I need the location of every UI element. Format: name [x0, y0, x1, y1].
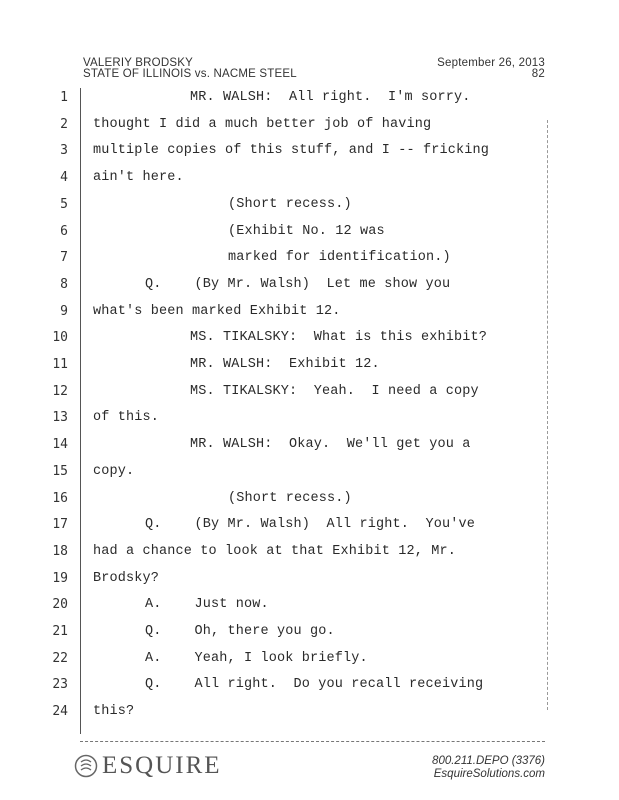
line-text: MR. WALSH: Exhibit 12.: [190, 357, 380, 372]
transcript-line: 6 (Exhibit No. 12 was: [0, 224, 619, 250]
line-text: what's been marked Exhibit 12.: [93, 303, 341, 319]
transcript-line: 24 this?: [0, 704, 619, 730]
line-text: of this.: [93, 410, 160, 426]
line-text: MR. WALSH: All right. I'm sorry.: [190, 90, 471, 105]
transcript-line: 4 ain't here.: [0, 170, 619, 196]
line-number: 19: [52, 570, 68, 586]
line-number: 7: [60, 250, 68, 266]
case-caption: STATE OF ILLINOIS vs. NACME STEEL: [83, 68, 297, 80]
line-number: 9: [60, 303, 68, 319]
esquire-logo: ESQUIRE: [74, 752, 222, 780]
line-number: 20: [52, 597, 68, 613]
line-number: 3: [60, 143, 68, 159]
line-text: (Short recess.): [228, 490, 352, 506]
line-number: 10: [52, 330, 68, 346]
line-number: 5: [60, 196, 68, 212]
line-text: Q. (By Mr. Walsh) All right. You've: [145, 517, 476, 533]
transcript-line: 18 had a chance to look at that Exhibit 1…: [0, 544, 619, 570]
line-text: (Short recess.): [228, 196, 352, 212]
line-text: Q. Oh, there you go.: [145, 624, 335, 639]
line-text: Q. All right. Do you recall receiving: [145, 677, 484, 693]
transcript-line: 5 (Short recess.): [0, 197, 619, 223]
line-text: A. Yeah, I look briefly.: [145, 650, 368, 666]
logo-wordmark: ESQUIRE: [102, 752, 222, 779]
footer-phone: 800.211.DEPO (3376): [432, 755, 545, 767]
line-number: 11: [52, 357, 68, 372]
line-number: 6: [60, 223, 68, 239]
transcript-line: 22 A. Yeah, I look briefly.: [0, 651, 619, 677]
transcript-line: 14 MR. WALSH: Okay. We'll get you a: [0, 437, 619, 463]
footer-website: EsquireSolutions.com: [433, 768, 545, 780]
line-number: 17: [52, 517, 68, 533]
line-text: Brodsky?: [93, 570, 160, 586]
line-text: ain't here.: [93, 170, 184, 186]
transcript-line: 20 A. Just now.: [0, 597, 619, 623]
line-text: had a chance to look at that Exhibit 12,…: [93, 543, 457, 559]
line-text: MS. TIKALSKY: Yeah. I need a copy: [190, 383, 479, 399]
transcript-line: 17 Q. (By Mr. Walsh) All right. You've: [0, 517, 619, 543]
line-number: 15: [52, 463, 68, 479]
line-text: thought I did a much better job of havin…: [93, 116, 432, 132]
line-text: marked for identification.): [228, 250, 451, 266]
line-text: this?: [93, 704, 135, 720]
footer-divider: [80, 741, 545, 742]
line-number: 16: [52, 490, 68, 506]
transcript-line: 11 MR. WALSH: Exhibit 12.: [0, 357, 619, 383]
line-number: 13: [52, 410, 68, 426]
transcript-line: 2 thought I did a much better job of havi…: [0, 117, 619, 143]
transcript-line: 19 Brodsky?: [0, 571, 619, 597]
line-number: 12: [52, 383, 68, 399]
line-number: 23: [52, 677, 68, 693]
line-number: 8: [60, 276, 68, 292]
transcript-line: 10 MS. TIKALSKY: What is this exhibit?: [0, 330, 619, 356]
transcript-line: 7 marked for identification.): [0, 250, 619, 276]
right-margin-rule: [547, 120, 548, 710]
line-number: 21: [52, 624, 68, 639]
line-text: copy.: [93, 463, 135, 479]
transcript-line: 15 copy.: [0, 464, 619, 490]
transcript-line: 12 MS. TIKALSKY: Yeah. I need a copy: [0, 384, 619, 410]
transcript-line: 1 MR. WALSH: All right. I'm sorry.: [0, 90, 619, 116]
page-number: 82: [531, 68, 545, 80]
transcript-line: 3 multiple copies of this stuff, and I --…: [0, 143, 619, 169]
transcript-line: 23 Q. All right. Do you recall receiving: [0, 677, 619, 703]
line-text: (Exhibit No. 12 was: [228, 223, 385, 239]
line-number: 1: [60, 90, 68, 105]
transcript-line: 13 of this.: [0, 410, 619, 436]
line-text: MR. WALSH: Okay. We'll get you a: [190, 437, 471, 453]
line-text: multiple copies of this stuff, and I -- …: [93, 143, 490, 159]
deposition-date: September 26, 2013: [437, 57, 545, 69]
transcript-line: 8 Q. (By Mr. Walsh) Let me show you: [0, 277, 619, 303]
line-number: 14: [52, 437, 68, 453]
line-text: Q. (By Mr. Walsh) Let me show you: [145, 276, 451, 292]
left-margin-rule: [80, 88, 81, 734]
line-number: 24: [52, 704, 68, 720]
line-number: 4: [60, 170, 68, 186]
line-number: 18: [52, 543, 68, 559]
line-number: 2: [60, 116, 68, 132]
transcript-line: 16 (Short recess.): [0, 491, 619, 517]
line-text: MS. TIKALSKY: What is this exhibit?: [190, 330, 488, 346]
witness-name: VALERIY BRODSKY: [83, 57, 193, 69]
esquire-seal-icon: [74, 754, 98, 778]
transcript-line: 21 Q. Oh, there you go.: [0, 624, 619, 650]
line-number: 22: [52, 650, 68, 666]
transcript-line: 9 what's been marked Exhibit 12.: [0, 304, 619, 330]
line-text: A. Just now.: [145, 597, 269, 613]
